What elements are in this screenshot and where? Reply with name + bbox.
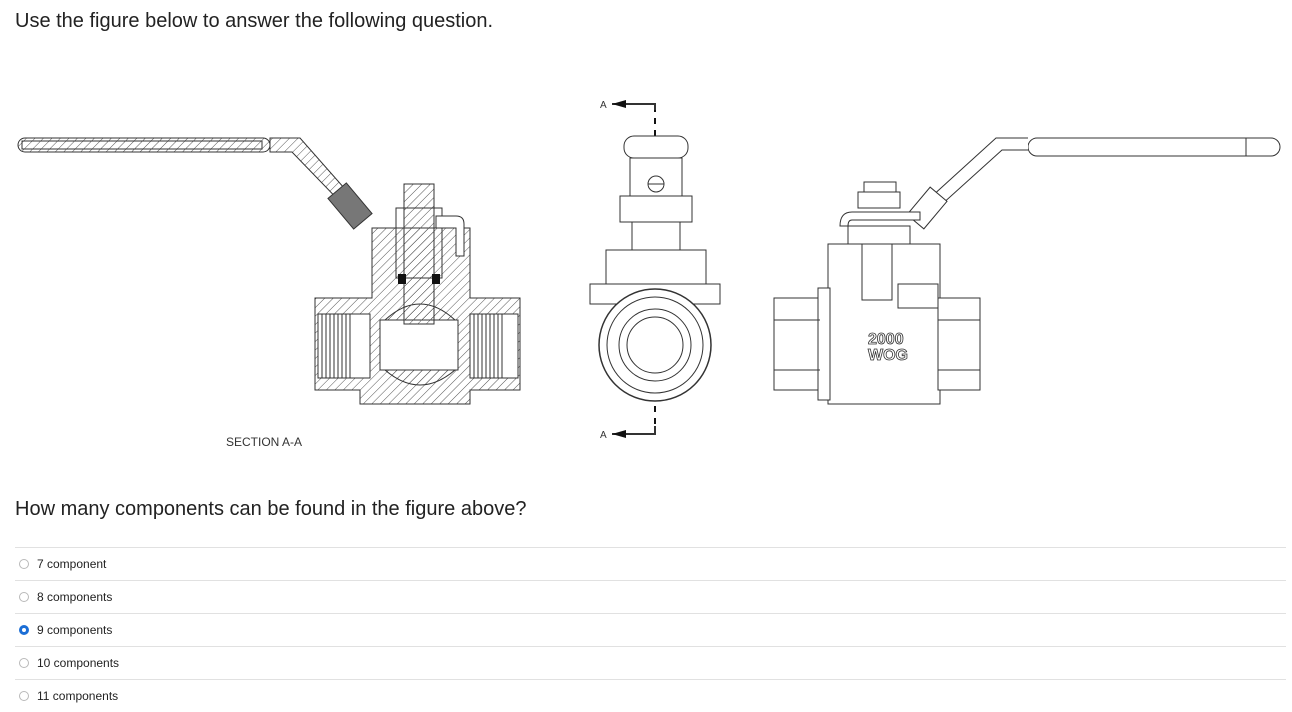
- section-view: [17, 137, 521, 405]
- question-intro: Use the figure below to answer the follo…: [15, 10, 494, 32]
- front-view: [773, 137, 1281, 405]
- option-label[interactable]: 10 components: [37, 656, 120, 670]
- answer-option[interactable]: 8 components: [15, 580, 1286, 613]
- option-label[interactable]: 7 component: [37, 557, 107, 571]
- radio-button[interactable]: [19, 658, 29, 668]
- option-label[interactable]: 8 components: [37, 590, 113, 604]
- stamp-line2: WOG: [868, 347, 908, 364]
- radio-button[interactable]: [19, 625, 29, 635]
- stamp-line1: 2000: [868, 331, 904, 348]
- answer-options: 7 component 8 components 9 components 10…: [15, 547, 1286, 712]
- answer-option[interactable]: 11 components: [15, 679, 1286, 712]
- radio-button[interactable]: [19, 691, 29, 701]
- radio-button[interactable]: [19, 559, 29, 569]
- ball-valve-drawing: SECTION A-A A A: [17, 100, 1281, 449]
- option-label[interactable]: 11 components: [37, 689, 119, 703]
- cut-marker-top: A: [600, 100, 607, 111]
- side-view: [589, 100, 721, 438]
- answer-option[interactable]: 7 component: [15, 547, 1286, 580]
- question-prompt: How many components can be found in the …: [15, 498, 527, 520]
- section-label: SECTION A-A: [226, 435, 302, 449]
- option-label[interactable]: 9 components: [37, 623, 113, 637]
- answer-option[interactable]: 10 components: [15, 646, 1286, 679]
- answer-option[interactable]: 9 components: [15, 613, 1286, 646]
- radio-button[interactable]: [19, 592, 29, 602]
- cut-marker-bottom: A: [600, 430, 607, 441]
